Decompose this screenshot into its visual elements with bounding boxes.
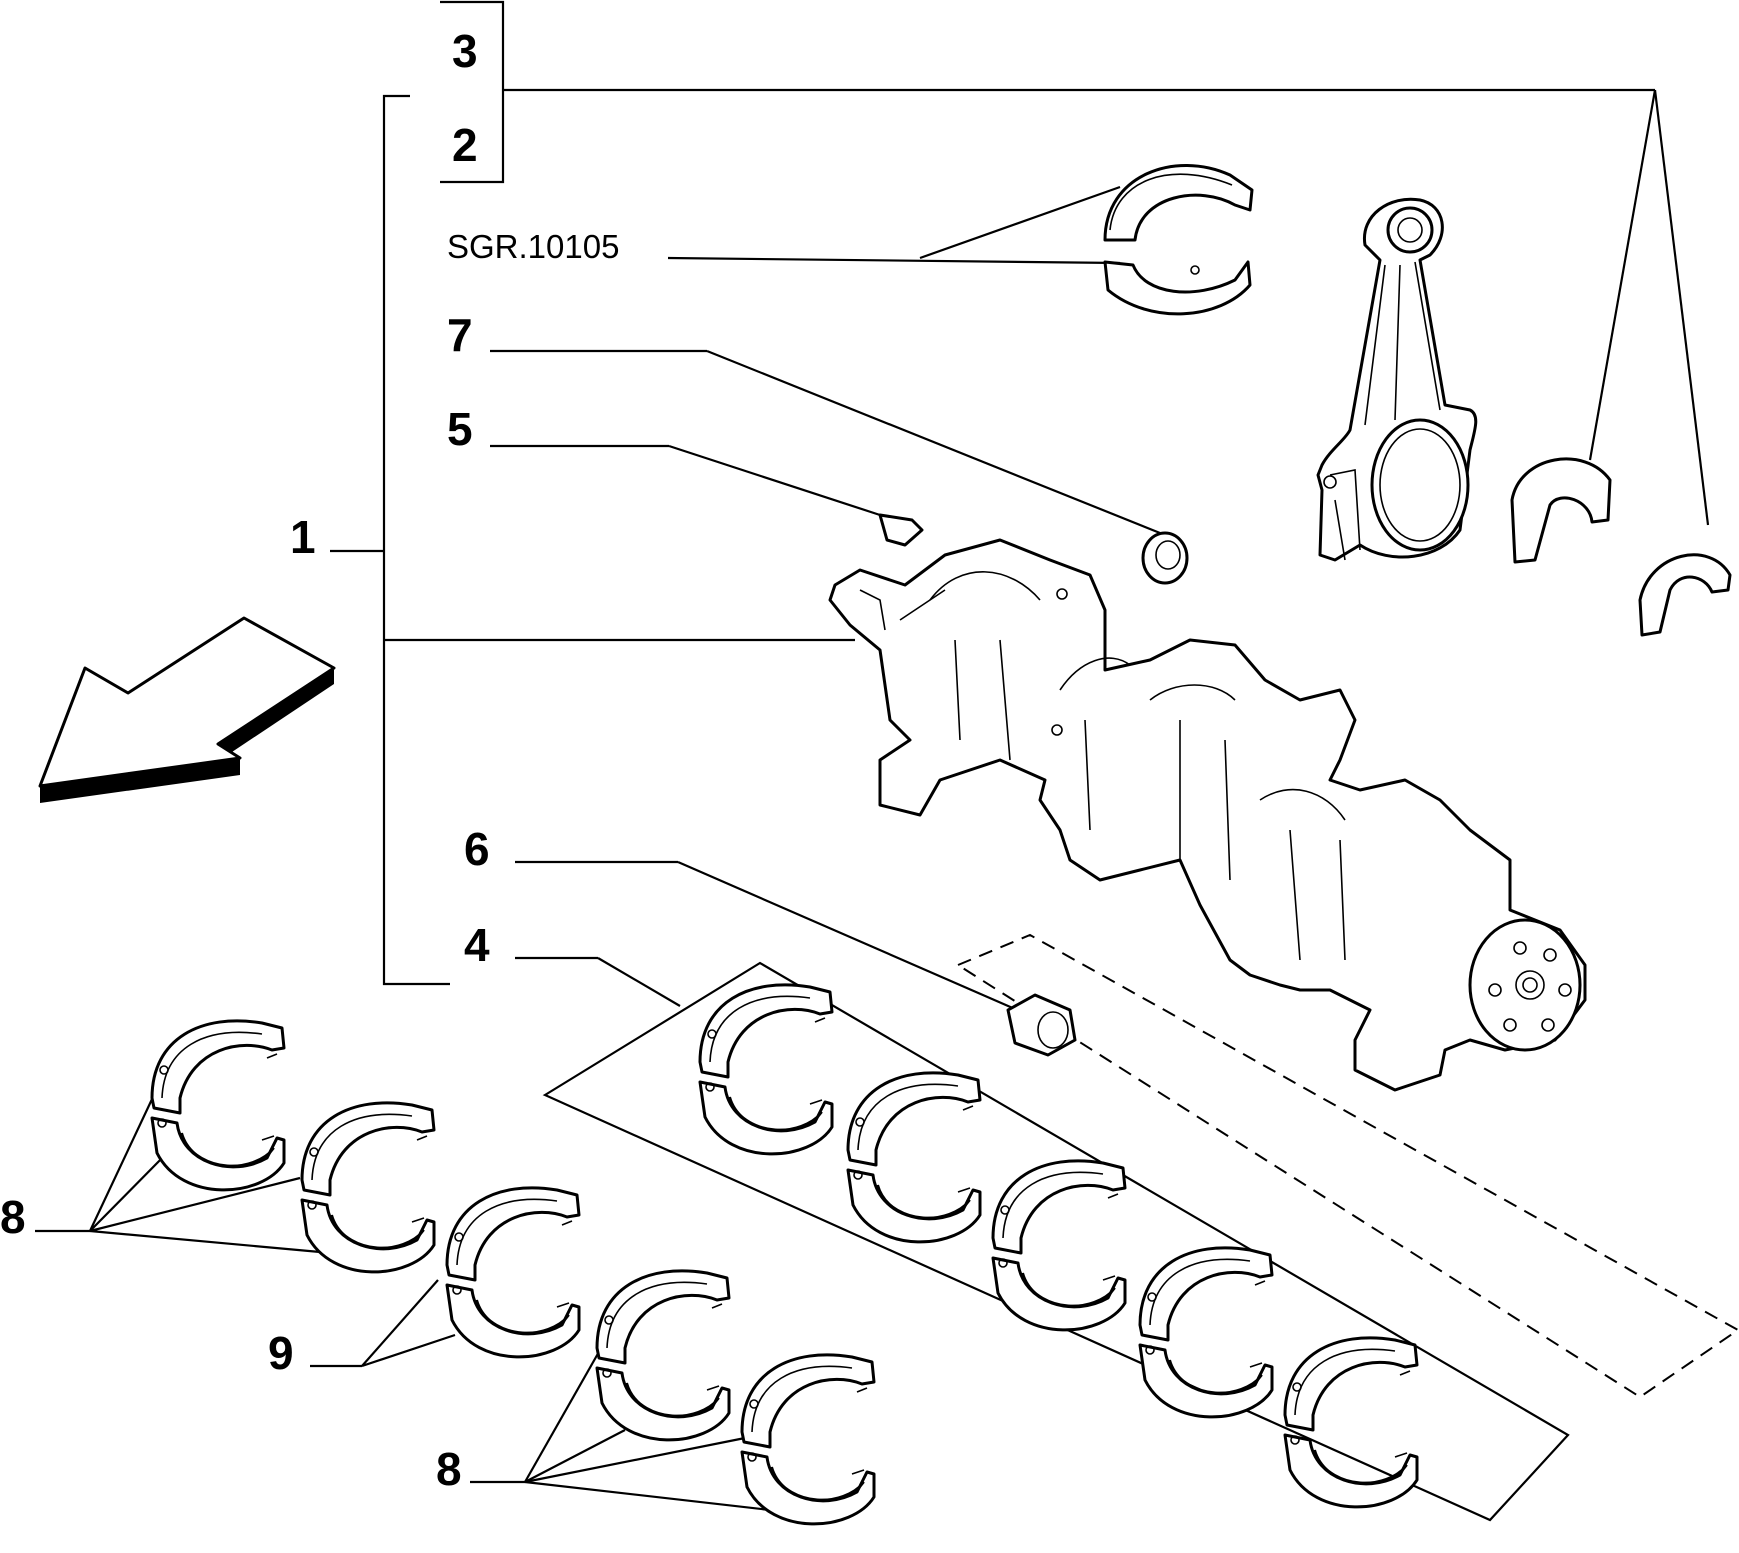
callout-4: 4 xyxy=(464,919,490,971)
leader-lines xyxy=(35,0,1710,1512)
thrust-washer-upper xyxy=(1510,457,1612,564)
dashed-group-outline xyxy=(955,933,1739,1399)
loose-bearing-shells xyxy=(150,1019,876,1526)
reference-bearing-shells xyxy=(1103,163,1254,316)
callout-1: 1 xyxy=(290,511,316,563)
direction-arrow-icon xyxy=(38,616,336,803)
bearing-shell-8b xyxy=(300,1101,436,1274)
crankshaft xyxy=(828,538,1587,1092)
callout-9: 9 xyxy=(268,1327,294,1379)
connecting-rod xyxy=(1316,197,1478,562)
callout-7: 7 xyxy=(447,309,473,361)
callout-3: 3 xyxy=(452,25,478,77)
pilot-bushing xyxy=(1141,531,1189,585)
main-bearing-4 xyxy=(1138,1246,1274,1419)
oil-plug xyxy=(1006,993,1077,1057)
main-bearing-3 xyxy=(991,1159,1127,1332)
main-bearing-1 xyxy=(698,983,834,1156)
bearing-shell-8d xyxy=(740,1353,876,1526)
callout-8-upper: 8 xyxy=(0,1191,26,1243)
callout-6: 6 xyxy=(464,823,490,875)
callout-2: 2 xyxy=(452,119,478,171)
reference-code-label: SGR.10105 xyxy=(447,228,620,265)
callout-8-lower: 8 xyxy=(436,1443,462,1495)
main-bearing-set xyxy=(698,983,1419,1509)
main-bearing-5 xyxy=(1283,1336,1419,1509)
bearing-shell-9 xyxy=(445,1186,581,1359)
main-bearing-2 xyxy=(846,1071,982,1244)
woodruff-key xyxy=(878,513,924,547)
bearing-shell-8a xyxy=(150,1019,286,1192)
bearing-shell-8c xyxy=(595,1269,731,1442)
callout-5: 5 xyxy=(447,403,473,455)
thrust-washer-lower xyxy=(1638,553,1732,637)
